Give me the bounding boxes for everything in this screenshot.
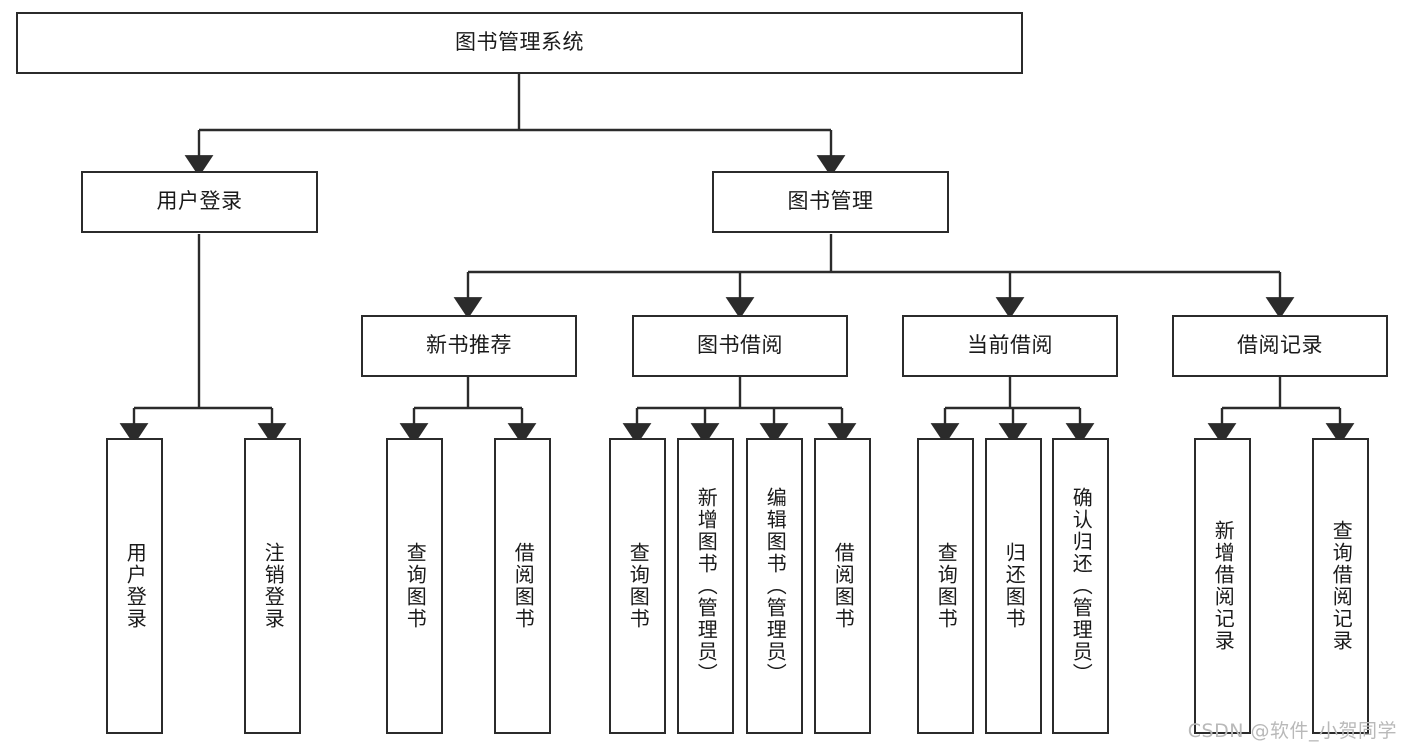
node-book-manage[interactable]: 图书管理: [712, 171, 949, 233]
node-user-login-label: 用户登录: [156, 189, 243, 214]
node-book-borrow-label: 图书借阅: [697, 333, 783, 358]
leaf-label: 注销登录: [261, 542, 286, 630]
node-current-borrow[interactable]: 当前借阅: [902, 315, 1118, 377]
leaf-borrow-record-query[interactable]: 查询借阅记录: [1312, 438, 1369, 734]
node-new-book-recommend[interactable]: 新书推荐: [361, 315, 577, 377]
node-borrow-record-label: 借阅记录: [1237, 333, 1323, 358]
leaf-book-borrow-borrow[interactable]: 借阅图书: [814, 438, 871, 734]
node-new-book-recommend-label: 新书推荐: [426, 333, 512, 358]
leaf-user-login-login[interactable]: 用户登录: [106, 438, 163, 734]
leaf-label: 借阅图书: [831, 542, 856, 630]
leaf-label: 用户登录: [123, 542, 148, 630]
watermark: CSDN @软件_小贺同学: [1187, 720, 1397, 742]
leaf-current-borrow-return[interactable]: 归还图书: [985, 438, 1042, 734]
node-borrow-record[interactable]: 借阅记录: [1172, 315, 1388, 377]
leaf-user-login-logout[interactable]: 注销登录: [244, 438, 301, 734]
leaf-label: 新增借阅记录: [1211, 520, 1236, 652]
node-root-label: 图书管理系统: [455, 30, 584, 55]
leaf-label: 编辑图书（管理员）: [763, 487, 788, 685]
leaf-current-borrow-query[interactable]: 查询图书: [917, 438, 974, 734]
leaf-label: 查询图书: [934, 542, 959, 630]
leaf-label: 新增图书（管理员）: [694, 487, 719, 685]
leaf-borrow-record-add[interactable]: 新增借阅记录: [1194, 438, 1251, 734]
leaf-book-borrow-query[interactable]: 查询图书: [609, 438, 666, 734]
leaf-book-borrow-edit[interactable]: 编辑图书（管理员）: [746, 438, 803, 734]
leaf-label: 查询图书: [626, 542, 651, 630]
leaf-label: 确认归还（管理员）: [1069, 487, 1094, 685]
leaf-label: 查询图书: [403, 542, 428, 630]
node-root[interactable]: 图书管理系统: [16, 12, 1023, 74]
node-current-borrow-label: 当前借阅: [967, 333, 1053, 358]
leaf-label: 查询借阅记录: [1329, 520, 1354, 652]
node-book-manage-label: 图书管理: [787, 189, 874, 214]
leaf-label: 借阅图书: [511, 542, 536, 630]
node-user-login[interactable]: 用户登录: [81, 171, 318, 233]
leaf-label: 归还图书: [1002, 542, 1027, 630]
node-book-borrow[interactable]: 图书借阅: [632, 315, 848, 377]
leaf-new-book-query[interactable]: 查询图书: [386, 438, 443, 734]
leaf-current-borrow-confirm[interactable]: 确认归还（管理员）: [1052, 438, 1109, 734]
leaf-new-book-borrow[interactable]: 借阅图书: [494, 438, 551, 734]
leaf-book-borrow-add[interactable]: 新增图书（管理员）: [677, 438, 734, 734]
